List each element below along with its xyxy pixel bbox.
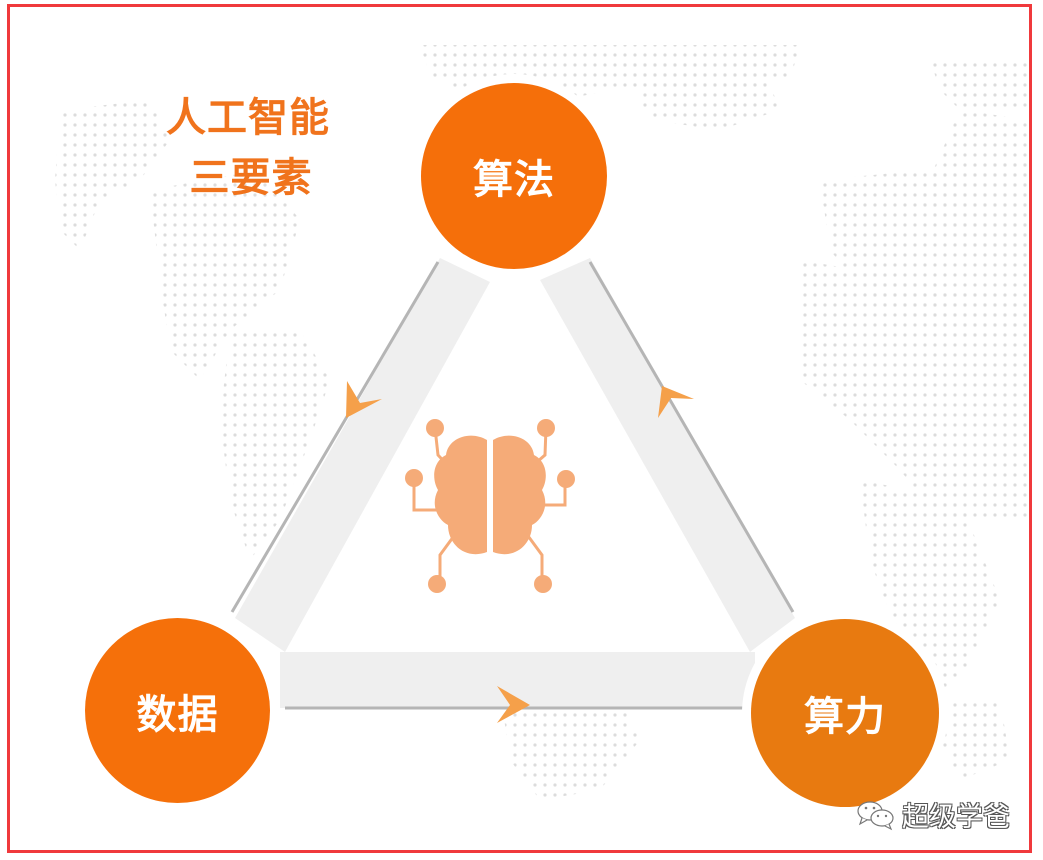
watermark: 超级学爸 [856,795,1010,834]
brain-circuit-icon [405,419,575,593]
edge-band-right [540,258,795,652]
arrow-right-icon [497,686,530,723]
edge-band-left [235,258,490,652]
edge-band-bottom [280,652,755,708]
node-algorithm: 算法 [421,83,607,269]
wechat-icon [857,800,894,830]
title-line-2: 三要素 [189,155,313,201]
node-algorithm-label: 算法 [473,157,555,203]
node-compute: 算力 [751,619,939,807]
diagram-title: 人工智能 三要素 [148,88,348,208]
title-line-1: 人工智能 [166,95,330,141]
watermark-text: 超级学爸 [902,802,1010,833]
node-data-label: 数据 [136,691,219,738]
edge-line-left [230,261,440,613]
arrow-down-left-icon [346,381,382,418]
edge-line-right [588,261,795,613]
node-compute-label: 算力 [804,694,886,740]
node-data: 数据 [85,618,270,803]
arrow-up-right-icon [658,386,694,418]
